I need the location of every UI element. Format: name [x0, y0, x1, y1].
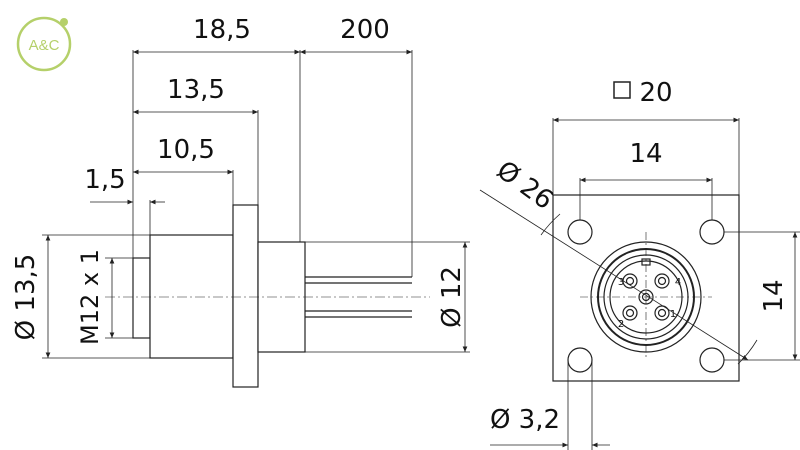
- side-dimension-labels: 18,5 200 13,5 10,5 1,5 Ø 13,5 M12 x 1 Ø …: [11, 15, 467, 345]
- pin-labels: 3 4 2 1: [618, 277, 681, 330]
- connector-body: [149, 234, 234, 359]
- square-symbol: [613, 81, 631, 99]
- dim-thread: M12 x 1: [76, 249, 104, 345]
- pin-1: [654, 305, 670, 321]
- pin-4: [654, 273, 670, 289]
- dim-outer-diameter: Ø 13,5: [11, 254, 41, 341]
- flange: [232, 204, 259, 388]
- logo-ring: [16, 16, 72, 72]
- rear-housing: [257, 241, 306, 353]
- dim-body-length: 13,5: [167, 75, 225, 105]
- pin-label-4: 4: [675, 277, 681, 288]
- pin-label-3: 3: [618, 277, 624, 288]
- logo-dot: [60, 18, 68, 26]
- dim-flange-thickness: 1,5: [84, 165, 125, 195]
- dim-front-length: 10,5: [157, 135, 215, 165]
- front-dimensions: [479, 117, 800, 450]
- pin-2: [622, 305, 638, 321]
- thread-nose: [132, 257, 151, 339]
- dim-hole-spacing-v: 14: [759, 279, 789, 312]
- front-view: [552, 194, 740, 382]
- pin-label-1: 1: [670, 309, 676, 320]
- logo-text: A&C: [29, 37, 60, 54]
- dim-rear-diameter: Ø 12: [437, 266, 467, 328]
- brand-logo: A&C: [16, 16, 72, 72]
- side-view: [105, 204, 430, 388]
- dim-square-size: 20: [639, 78, 672, 108]
- dim-cable-length: 200: [340, 15, 390, 45]
- side-dimensions: [42, 49, 470, 359]
- dim-hole-spacing-h: 14: [629, 139, 662, 169]
- dim-hole-diameter: Ø 3,2: [490, 405, 560, 435]
- dim-overall-length: 18,5: [193, 15, 251, 45]
- dim-flange-diameter: Ø 26: [491, 155, 559, 216]
- pin-label-2: 2: [618, 319, 624, 330]
